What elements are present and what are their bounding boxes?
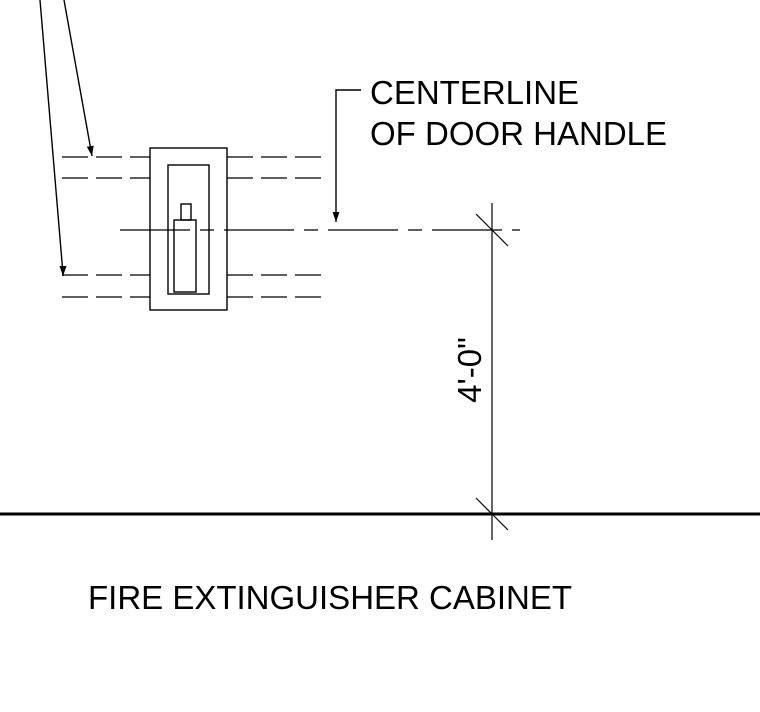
cabinet-outer-frame: [149, 147, 228, 311]
drawing-title: FIRE EXTINGUISHER CABINET: [88, 579, 572, 616]
leader-line-lower: [39, 0, 64, 275]
centerline-callout-leader: [332, 89, 361, 222]
dimension-value: 4'-0": [451, 337, 488, 403]
door-handle-body: [173, 219, 197, 293]
door-handle-latch: [180, 203, 192, 221]
cabinet-elevation: [149, 147, 228, 311]
cabinet-inner-door: [167, 164, 210, 295]
hidden-lines: [62, 156, 328, 298]
callout-text-line-2: OF DOOR HANDLE: [370, 115, 667, 152]
leader-line-upper: [63, 0, 94, 157]
callout-text-line-1: CENTERLINE: [370, 74, 579, 111]
leader-lines: [39, 0, 94, 276]
callout-leader-line: [332, 89, 361, 222]
dimension-tick-top: [475, 213, 509, 247]
